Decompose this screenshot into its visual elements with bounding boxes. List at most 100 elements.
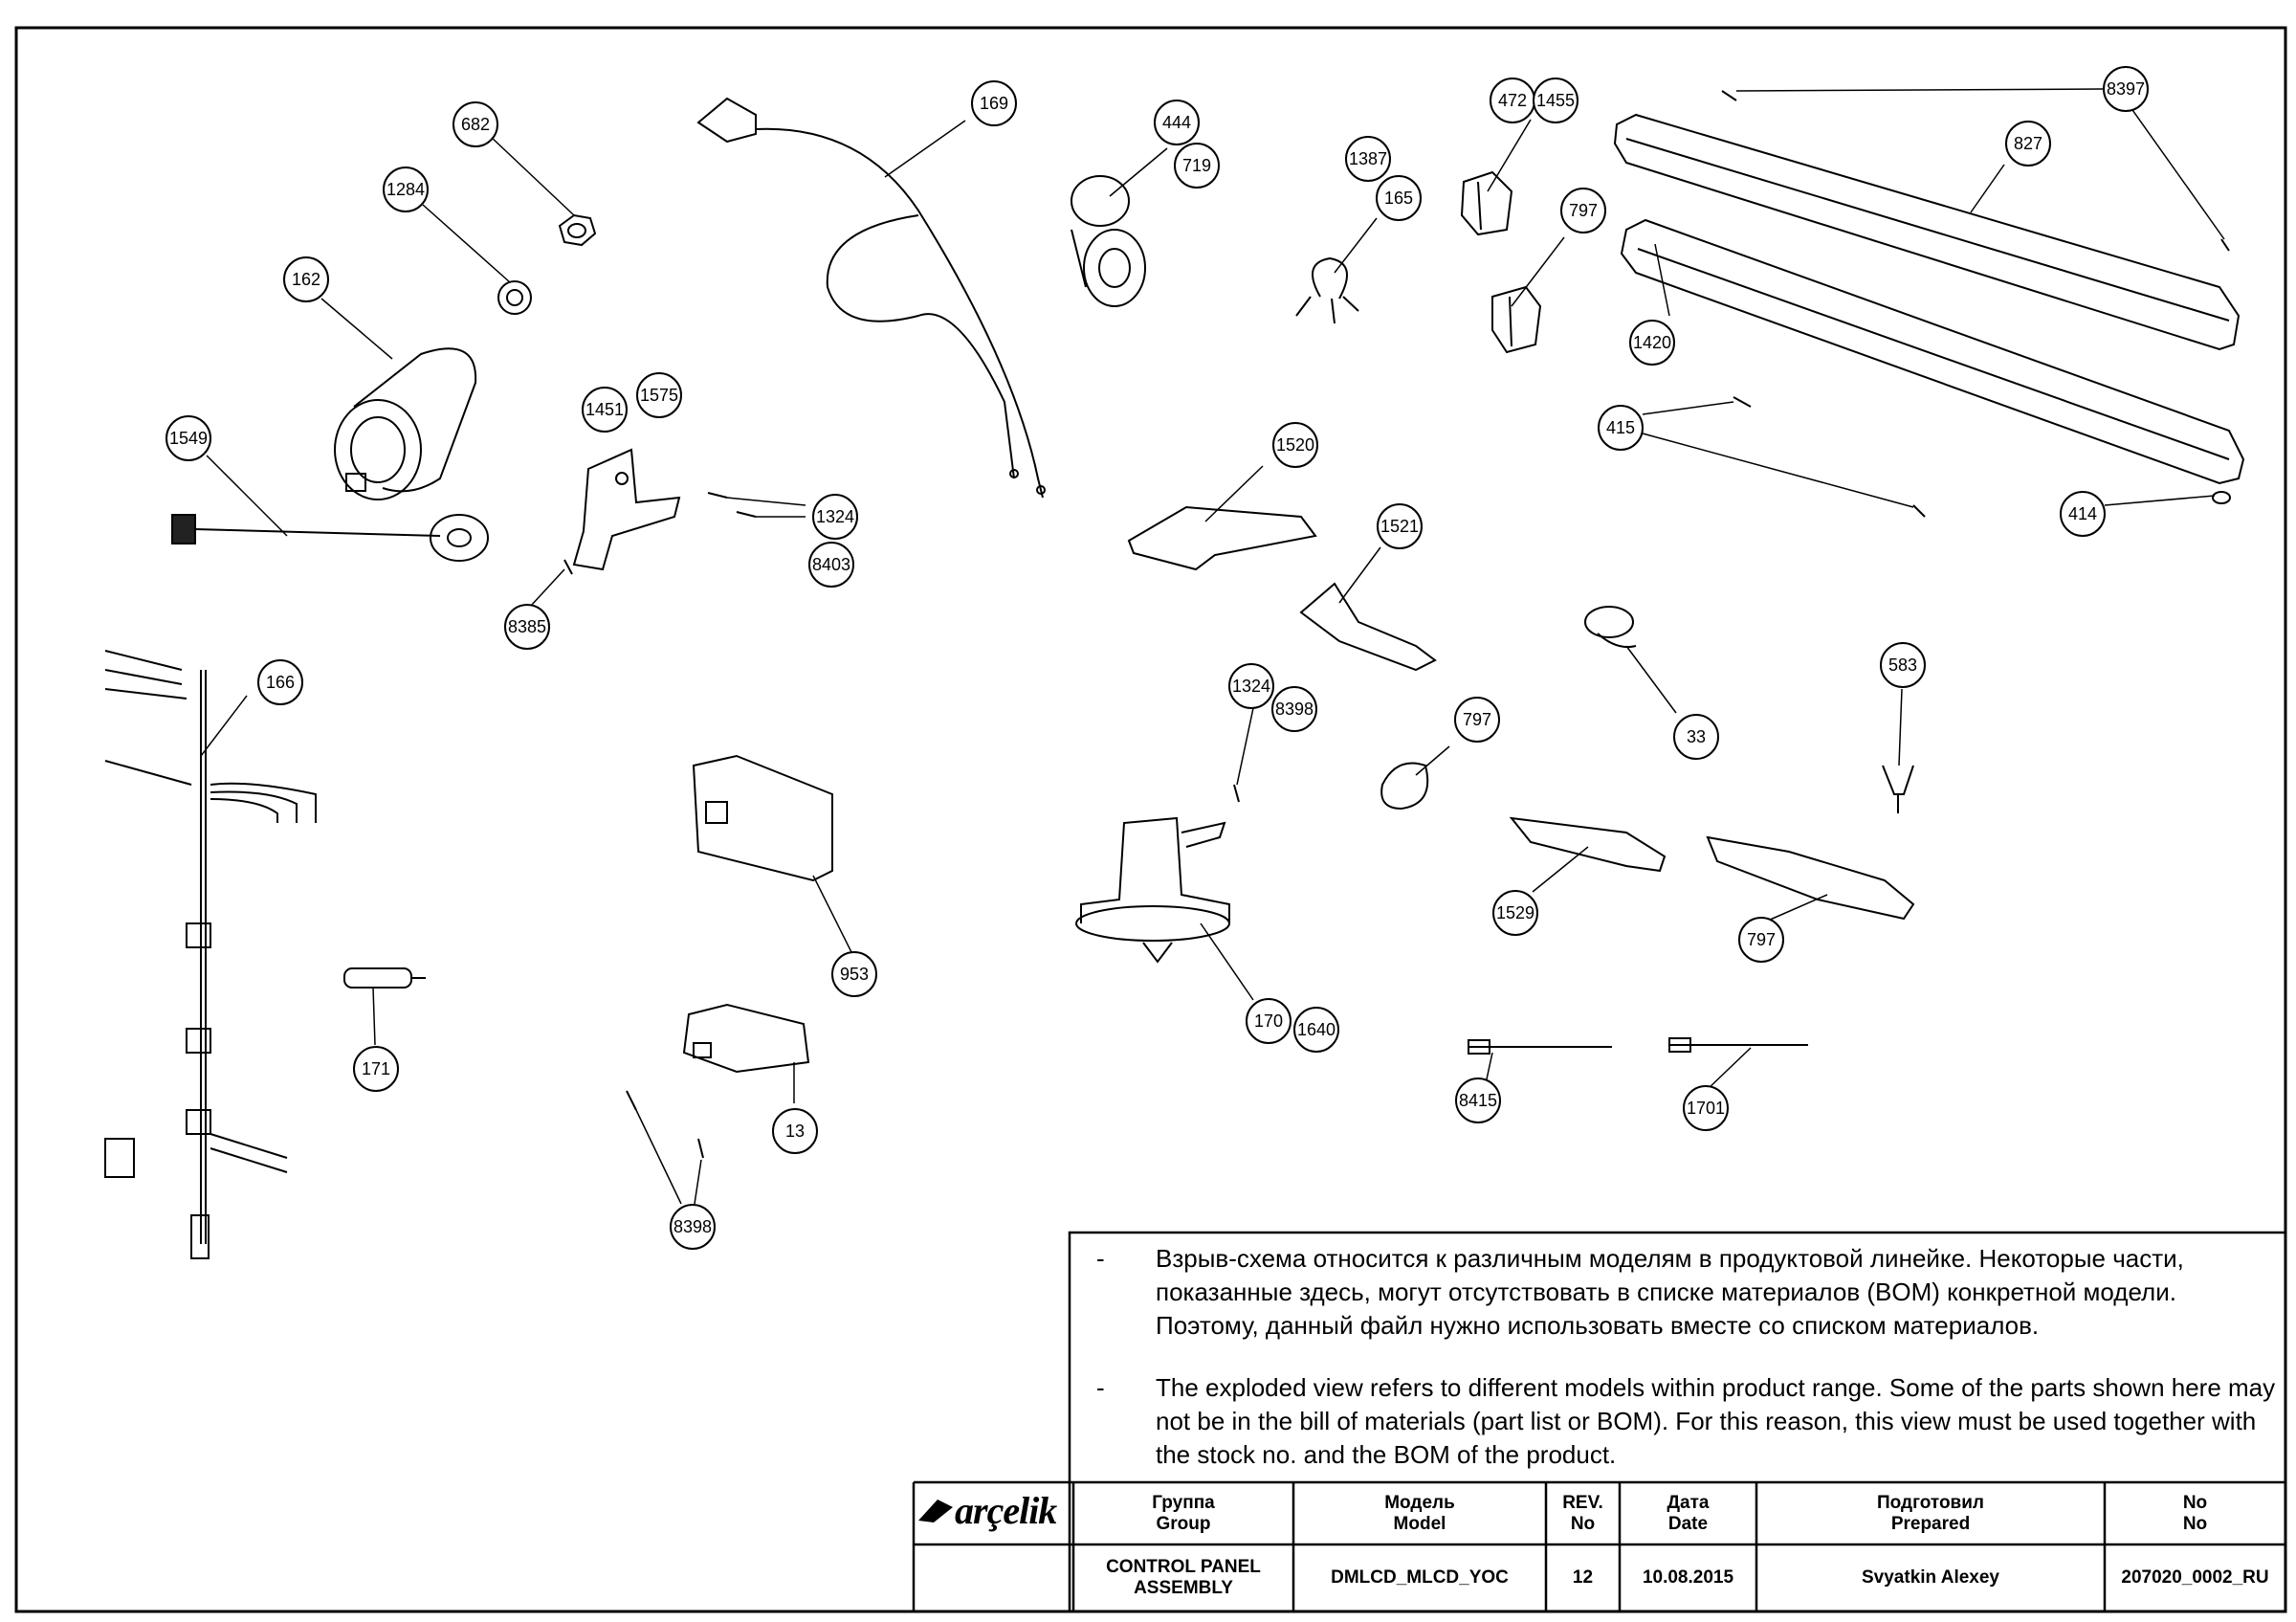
part-fuse-171	[343, 967, 426, 989]
balloon-719: 719	[1174, 143, 1220, 189]
balloon-8385: 8385	[504, 604, 550, 650]
balloon-1451: 1451	[582, 387, 628, 433]
balloon-1520: 1520	[1272, 422, 1318, 468]
title-block-lines	[912, 1231, 2287, 1613]
svg-text:169: 169	[980, 94, 1008, 113]
part-rail-1420	[1620, 218, 2245, 485]
svg-text:8398: 8398	[673, 1217, 712, 1236]
part-screw-1324-top	[707, 492, 757, 518]
arcelik-logo: arçelik	[916, 1487, 1070, 1533]
balloon-414: 414	[2060, 491, 2106, 537]
balloon-170: 170	[1246, 998, 1292, 1044]
balloon-1521: 1521	[1377, 503, 1423, 549]
group-value: CONTROL PANEL ASSEMBLY	[1106, 1557, 1261, 1598]
balloon-1420: 1420	[1629, 320, 1675, 366]
part-cable-169	[696, 97, 1046, 499]
svg-text:1549: 1549	[169, 429, 208, 448]
balloon-472: 472	[1490, 78, 1535, 123]
balloon-33: 33	[1673, 714, 1719, 760]
note-russian-text: Взрыв-схема относится к различным моделя…	[1156, 1244, 2184, 1340]
balloon-165: 165	[1376, 175, 1422, 221]
svg-text:1324: 1324	[1232, 677, 1270, 696]
leader-lines	[200, 88, 2225, 1205]
svg-text:33: 33	[1687, 727, 1706, 746]
svg-text:171: 171	[362, 1059, 390, 1078]
balloon-444: 444	[1154, 100, 1200, 145]
svg-text:827: 827	[2014, 134, 2042, 153]
balloon-13: 13	[772, 1108, 818, 1154]
balloon-1701: 1701	[1683, 1085, 1729, 1131]
part-lock-13	[682, 1003, 810, 1074]
svg-text:8398: 8398	[1275, 700, 1314, 719]
model-header: Модель Model	[1384, 1492, 1455, 1534]
number-header: No No	[2182, 1492, 2208, 1534]
svg-text:719: 719	[1182, 156, 1211, 175]
balloon-797-mid: 797	[1454, 697, 1500, 743]
part-bracket-1529	[1509, 816, 1667, 873]
balloon-1575: 1575	[636, 372, 682, 418]
balloon-166: 166	[257, 659, 303, 705]
svg-text:953: 953	[840, 965, 869, 984]
part-clip-583	[1882, 765, 1914, 813]
balloon-1387: 1387	[1345, 136, 1391, 182]
svg-text:797: 797	[1569, 201, 1598, 220]
balloon-8415: 8415	[1455, 1078, 1501, 1123]
prepared-header: Подготовил Prepared	[1877, 1492, 1984, 1534]
part-tie-1701	[1668, 1037, 1808, 1053]
balloon-1640: 1640	[1293, 1007, 1339, 1053]
part-rail-827	[1613, 113, 2241, 351]
part-lever-1521	[1299, 582, 1437, 672]
balloon-1324-top: 1324	[812, 494, 858, 540]
svg-text:583: 583	[1888, 655, 1917, 675]
part-holder-797-top	[1491, 285, 1542, 354]
svg-text:8397: 8397	[2107, 79, 2145, 99]
svg-text:1324: 1324	[816, 507, 854, 526]
date-value: 10.08.2015	[1642, 1567, 1734, 1588]
part-screw-8397	[1721, 90, 2230, 252]
balloon-953: 953	[831, 951, 877, 997]
balloon-583: 583	[1880, 642, 1926, 688]
number-value: 207020_0002_RU	[2121, 1567, 2269, 1588]
balloon-8403: 8403	[808, 542, 854, 588]
svg-text:415: 415	[1606, 418, 1635, 437]
part-screw-8398-bottom	[626, 1090, 704, 1159]
part-sketches	[104, 90, 2245, 1259]
part-balloons: 682 1284 162 1549 169 444 719 1387 165 4…	[166, 66, 2149, 1250]
svg-text:1284: 1284	[386, 180, 425, 199]
balloon-8397: 8397	[2103, 66, 2149, 112]
part-capacitor-162	[334, 347, 477, 500]
part-tie-8415	[1468, 1039, 1612, 1055]
svg-text:1520: 1520	[1276, 435, 1314, 455]
balloon-162: 162	[283, 256, 329, 302]
svg-text:682: 682	[461, 115, 490, 134]
part-tie-33	[1584, 606, 1637, 649]
svg-text:797: 797	[1747, 930, 1776, 949]
part-screw-1324-mid	[1233, 784, 1240, 803]
svg-text:13: 13	[785, 1122, 805, 1141]
note-english-dash: -	[1096, 1373, 1105, 1402]
balloon-1455: 1455	[1533, 78, 1578, 123]
balloon-1549: 1549	[166, 415, 211, 461]
part-plug-414	[2212, 491, 2231, 504]
svg-text:8385: 8385	[508, 617, 546, 636]
svg-text:1529: 1529	[1496, 903, 1534, 922]
part-nut-682	[558, 213, 597, 247]
part-bracket-1451	[572, 448, 681, 571]
prepared-value: Svyatkin Alexey	[1862, 1567, 1999, 1588]
svg-text:170: 170	[1254, 1011, 1283, 1031]
balloon-797-top: 797	[1560, 188, 1606, 233]
svg-text:8415: 8415	[1459, 1091, 1497, 1110]
balloon-1284: 1284	[383, 167, 429, 212]
svg-text:444: 444	[1162, 113, 1191, 132]
rev-value: 12	[1572, 1567, 1594, 1588]
svg-text:1640: 1640	[1297, 1020, 1336, 1039]
part-screw-8385	[563, 559, 573, 575]
svg-text:162: 162	[292, 270, 320, 289]
note-english-text: The exploded view refers to different mo…	[1156, 1373, 2276, 1469]
balloon-171: 171	[353, 1046, 399, 1092]
balloon-8398-bottom: 8398	[670, 1204, 716, 1250]
svg-text:1455: 1455	[1536, 91, 1575, 110]
svg-text:1701: 1701	[1687, 1099, 1725, 1118]
balloon-1324-mid: 1324	[1228, 663, 1274, 709]
